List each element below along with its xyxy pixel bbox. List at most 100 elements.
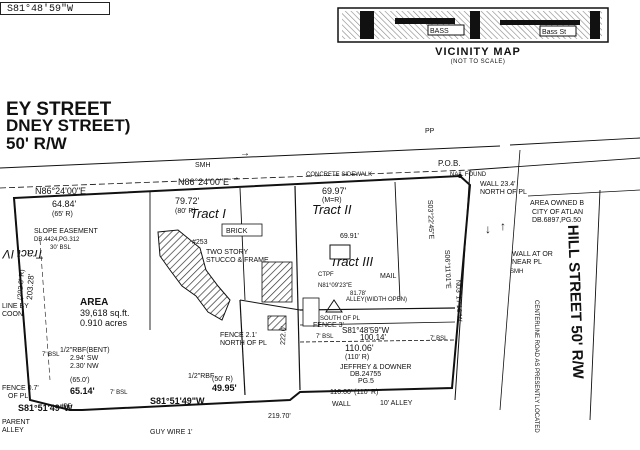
property-boundary (12, 174, 472, 411)
wall-bottom: WALL (332, 401, 351, 408)
dist-7972: 79.72' (175, 196, 200, 206)
right-arrow-down: ↑ (500, 219, 506, 233)
north-of-pl: NORTH OF PL (480, 189, 527, 196)
bsl-7-left: 7' BSL (42, 352, 60, 358)
pob-label: P.O.B. (438, 159, 461, 168)
vicinity-map-title: VICINITY MAP (435, 46, 521, 58)
bottom-mid-bearing: S81°51'49"W (150, 396, 205, 406)
building: BRICK #253 TWO STORY STUCCO & FRAME (157, 223, 320, 331)
city-atlanta: CITY OF ATLAN (532, 209, 583, 216)
house-desc-2: STUCCO & FRAME (206, 257, 269, 264)
house-number: #253 (192, 239, 208, 246)
dimensions: N86°24'00"E N86°24'00"E 64.84' (65' R) 7… (17, 177, 463, 420)
centerline-label: CENTERLINE ROAD AS PRESENTLY LOCATED (533, 300, 539, 433)
bsl-7-bottom: 7' BSL (110, 390, 128, 396)
fence-21b: NORTH OF PL (220, 340, 267, 347)
right-street: HILL STREET 50' R/W CENTERLINE ROAD AS P… (454, 137, 640, 433)
coon-label: COON (2, 311, 23, 318)
triangle-marker (325, 299, 343, 313)
slope-bsl: 30' BSL (50, 245, 71, 251)
concrete-sidewalk: CONCRETE SIDEWALK (306, 172, 372, 178)
misc-labels: P.O.B. NAIL FOUND WALL 23.4' NORTH OF PL… (2, 159, 527, 436)
vicinity-map-note: (NOT TO SCALE) (450, 59, 506, 65)
dist-8178: 81.78' (350, 291, 366, 297)
wall-at-or: WALL AT OR (512, 251, 553, 258)
bsl-7-right: 7' BSL (430, 336, 448, 342)
db-6897: DB.6897,PG.50 (532, 217, 581, 224)
right-bearing-3: N03°17'16"W (454, 280, 463, 322)
alley-10: 10' ALLEY (380, 400, 413, 407)
bearing-top-mid: N86°24'00"E (178, 177, 229, 187)
area-acres: 0.910 acres (80, 318, 128, 328)
mailbox-symbol (329, 244, 351, 260)
dist-80r: (80' R) (175, 208, 196, 215)
jeffrey-label: JEFFREY & DOWNER (340, 364, 411, 371)
right-bearing-2: S06°11'01"E (443, 250, 452, 289)
smh-top: SMH (195, 162, 211, 169)
ipf-label: IPF (62, 404, 72, 410)
dist-4995: 49.95' (212, 383, 237, 393)
bottom-left-bearing: S81°51'49"W (18, 403, 73, 413)
mail-label: MAIL (380, 273, 396, 280)
vmap-street-1: BASS (430, 28, 449, 35)
alley-110: 110.00' (110' R) (330, 389, 378, 396)
rbf-nw: 2.30' NW (70, 363, 99, 370)
nail-found: NAIL FOUND (450, 172, 487, 178)
bsl-7-mid: 7' BSL (316, 334, 334, 340)
dist-65r2: (65.0') (70, 377, 90, 384)
rbf-2: 1/2"RBF (188, 373, 214, 380)
rbf-bent: 1/2"RBF(BENT) (60, 347, 110, 354)
tract-1-label: Tract I (190, 206, 226, 221)
dist-6514: 65.14' (70, 386, 95, 396)
guy-wire: GUY WIRE 1' (150, 429, 192, 436)
top-street-name: EY STREET (6, 99, 112, 120)
pp-top: PP (425, 128, 435, 135)
top-street-former: DNEY STREET) (6, 116, 130, 135)
fence-3: FENCE 3' (313, 322, 344, 329)
dist-6997: 69.97' (322, 186, 347, 196)
area-title: AREA (80, 297, 108, 308)
inner-bearing: N81°09'23"E (318, 283, 352, 289)
tract-4-label: Tract IV (2, 247, 44, 261)
dist-65r: (65' R) (52, 211, 73, 218)
dist-2220: 222.0' (280, 326, 288, 345)
s81-mid: S81°48'59"W (342, 326, 390, 335)
top-left-bearing-box: S81°48'59"W (0, 2, 110, 15)
rbf-sw: 2.94' SW (70, 355, 99, 362)
dist-6484: 64.84' (52, 199, 77, 209)
dist-6991: 69.91' (340, 233, 359, 240)
smh-right: SMH (510, 269, 523, 275)
tract-2-label: Tract II (312, 202, 352, 217)
top-arrow-2: → (230, 172, 240, 183)
dist-21970: 219.70' (268, 413, 291, 420)
slope-easement: SLOPE EASEMENT (34, 228, 99, 235)
fence-07: FENCE 0.7' (2, 385, 39, 392)
area-sqft: 39,618 sq.ft. (80, 308, 130, 318)
south-of-pl: SOUTH OF PL (320, 316, 361, 322)
vmap-street-2: Bass St (542, 29, 566, 36)
fence-21: FENCE 2.1' (220, 332, 257, 339)
top-arrow-1: → (240, 148, 250, 159)
ctpf-label: CTPF (318, 272, 334, 278)
vicinity-map: BASS Bass St (337, 7, 609, 43)
dist-mr: (M=R) (322, 197, 342, 204)
top-street-rw: 50' R/W (6, 134, 68, 153)
line-by: LINE BY (2, 303, 29, 310)
right-bearing-1: S03°22'45"E (426, 200, 435, 240)
brick-label: BRICK (226, 228, 248, 235)
house-desc-1: TWO STORY (206, 249, 248, 256)
wall-234: WALL 23.4' (480, 181, 515, 188)
area-owned: AREA OWNED B (530, 200, 584, 207)
alley-left: ALLEY (2, 427, 24, 434)
near-pl: NEAR PL (512, 259, 542, 266)
top-street: EY STREET DNEY STREET) 50' R/W SMH → → P… (0, 99, 501, 189)
db-24755: DB.24755 (350, 371, 381, 378)
alley-open: ALLEY(WIDTH OPEN) (346, 297, 407, 303)
dist-110r: (110' R) (345, 354, 369, 361)
slope-db: DB.4424,PG.312 (34, 237, 80, 243)
pg-5: PG.5 (358, 378, 374, 385)
parent-label: PARENT (2, 419, 31, 426)
dist-50r: (50' R) (212, 376, 233, 383)
bearing-top-left: N86°24'00"E (35, 186, 86, 196)
of-pl: OF PL (8, 393, 28, 400)
